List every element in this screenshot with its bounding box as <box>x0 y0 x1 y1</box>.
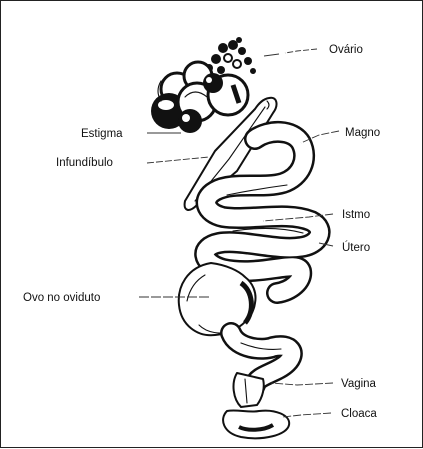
small-follicles <box>205 37 256 74</box>
label-magno: Magno <box>345 127 380 139</box>
label-istmo: Istmo <box>342 209 370 221</box>
label-cloaca: Cloaca <box>341 408 377 420</box>
label-ovo-no-oviduto: Ovo no oviduto <box>23 292 100 304</box>
label-utero: Útero <box>342 241 370 254</box>
cloaca-shape <box>223 410 289 438</box>
label-infundibulo: Infundíbulo <box>56 157 113 169</box>
ovary-illustration <box>151 37 256 133</box>
label-estigma: Estigma <box>81 128 123 140</box>
lower-tract <box>231 333 292 407</box>
large-follicles <box>151 62 248 133</box>
label-ovario: Ovário <box>329 44 363 56</box>
label-vagina: Vagina <box>341 378 377 390</box>
